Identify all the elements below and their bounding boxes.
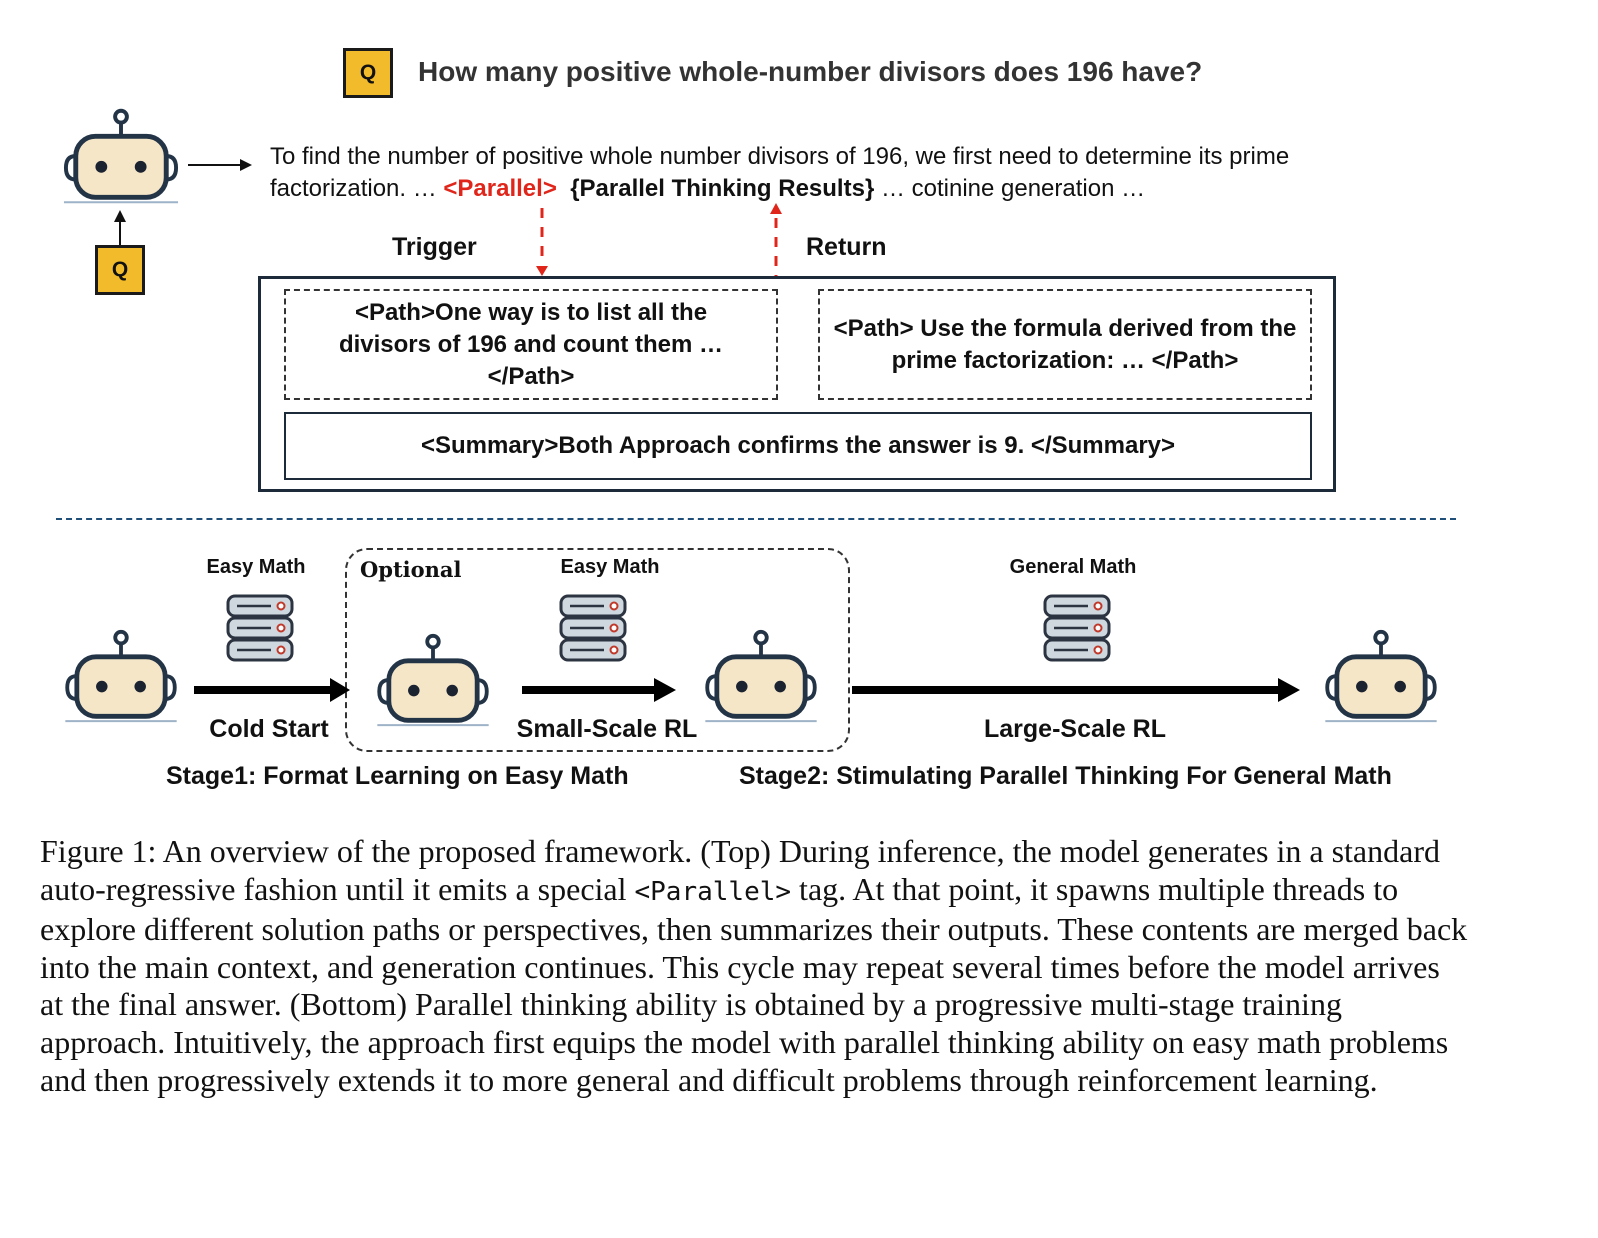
small-rl-arrow [522,678,676,702]
small-rl-label: Small-Scale RL [516,715,698,743]
return-arrow [770,203,782,276]
generation-line1: To find the number of positive whole num… [270,143,1290,170]
figure-caption: Figure 1: An overview of the proposed fr… [40,833,1470,1099]
path-1-text: <Path>One way is to list all the divisor… [338,298,724,390]
large-rl-arrow [852,678,1300,702]
question-text: How many positive whole-number divisors … [418,56,1203,87]
trigger-arrow [536,208,548,276]
optional-label: Optional [360,557,462,582]
parallel-results: {Parallel Thinking Results} [570,175,875,202]
database-icon [1042,592,1112,664]
path-box-2: <Path> Use the formula derived from the … [818,289,1312,400]
generation-line2: factorization. … <Parallel> {Parallel Th… [270,173,1470,205]
database-icon [225,592,295,664]
path-box-1: <Path>One way is to list all the divisor… [284,289,778,400]
summary-text: <Summary>Both Approach confirms the answ… [420,432,1176,459]
robot-icon-stage1b [702,628,820,724]
path-2-text: <Path> Use the formula derived from the … [833,314,1297,374]
stage2-label: Stage2: Stimulating Parallel Thinking Fo… [739,762,1392,790]
dataset-label-2: Easy Math [560,556,660,578]
dataset-label-1: Easy Math [206,556,306,578]
stage1-label: Stage1: Format Learning on Easy Math [166,762,629,790]
caption-part1: Figure 1: An overview of the proposed fr… [40,833,1440,907]
question-q-icon: Q [343,48,393,98]
parallel-tag: <Parallel> [443,175,557,202]
generation-text: To find the number of positive whole num… [270,141,1470,205]
input-q-icon: Q [95,245,145,295]
robot-icon-final [1322,628,1440,724]
return-label: Return [806,233,887,261]
robot-icon-stage0 [62,628,180,724]
large-rl-label: Large-Scale RL [983,715,1166,743]
caption-part2: tag. At that point, it spawns multiple t… [40,870,1468,1098]
summary-box: <Summary>Both Approach confirms the answ… [284,412,1312,480]
generation-post: … cotinine generation … [874,175,1146,202]
database-icon [558,592,628,664]
robot-icon-stage1 [374,632,492,728]
robot-icon [62,106,180,206]
trigger-label: Trigger [392,233,477,261]
cold-start-arrow [194,678,350,702]
dataset-label-3: General Math [1009,556,1137,578]
input-arrow [114,210,126,246]
cold-start-label: Cold Start [209,715,329,743]
section-divider [56,518,1456,520]
generation-pre: factorization. … [270,175,444,202]
parallel-container [258,276,1336,492]
optional-box [345,548,850,752]
caption-code: <Parallel> [634,876,792,907]
output-arrow [188,159,252,171]
